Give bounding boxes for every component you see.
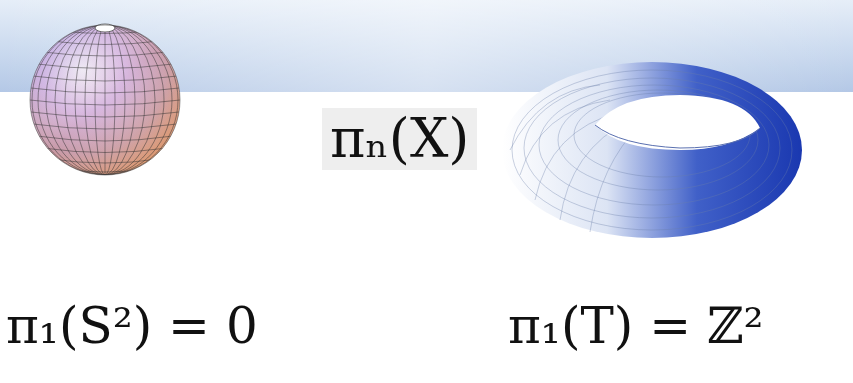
sphere-formula: π₁(S²) = 0 <box>6 298 258 356</box>
center-formula: πₙ(X) <box>322 108 477 170</box>
torus-formula: π₁(T) = ℤ² <box>508 298 764 356</box>
